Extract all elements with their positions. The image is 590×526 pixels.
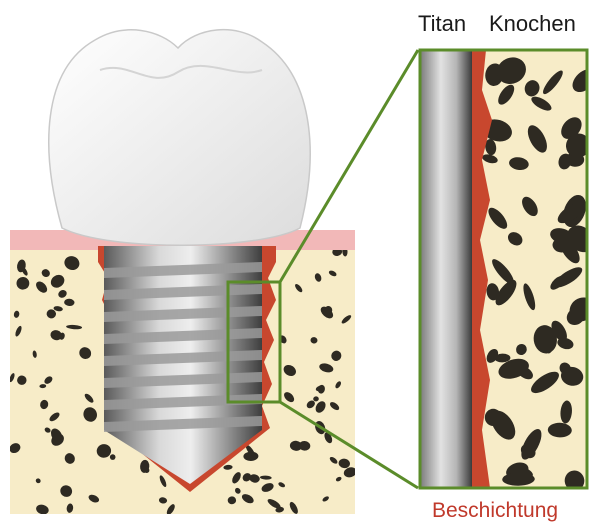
bone-pore: [110, 454, 116, 460]
zoom-titanium-rod: [420, 50, 472, 488]
zoom-bone-pore: [485, 409, 502, 426]
label-bone: Knochen: [489, 13, 576, 35]
label-titan: Titan: [418, 13, 466, 35]
label-coating: Beschichtung: [432, 500, 558, 521]
tooth-crown-icon: [49, 30, 310, 246]
